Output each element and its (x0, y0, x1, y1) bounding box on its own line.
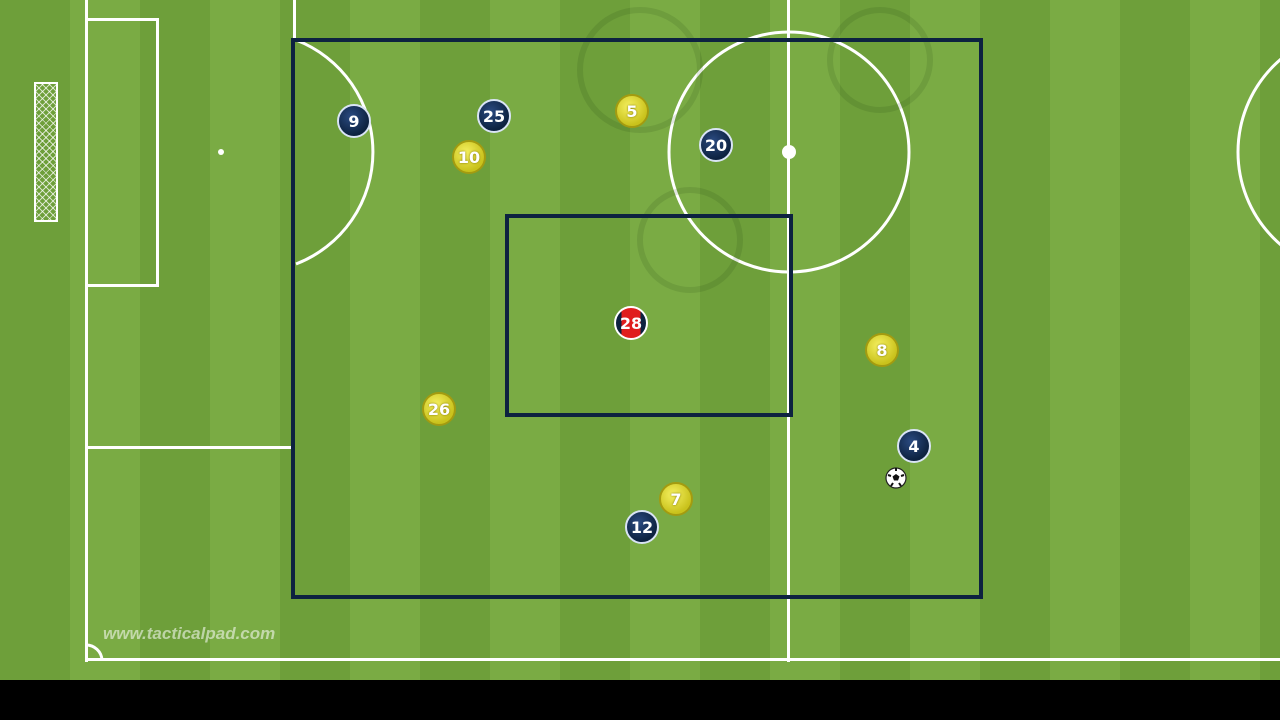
penalty-arc (295, 38, 375, 266)
penalty-spot (218, 149, 224, 155)
letterbox-bar (0, 680, 1280, 720)
player-blue-25[interactable]: 25 (477, 99, 511, 133)
left-goal-line (85, 0, 88, 662)
bottom-touchline (85, 658, 1280, 661)
inner-drill-area (505, 214, 793, 417)
pitch-canvas: 9 25 20 4 12 5 10 8 26 7 28 www.tactical… (0, 0, 1280, 680)
penalty-area-top-edge (293, 0, 296, 40)
watermark-text: www.tacticalpad.com (103, 624, 276, 643)
player-blue-9[interactable]: 9 (337, 104, 371, 138)
player-yellow-8[interactable]: 8 (865, 333, 899, 367)
halfway-line (787, 0, 790, 662)
player-yellow-7[interactable]: 7 (659, 482, 693, 516)
player-red-28[interactable]: 28 (614, 306, 648, 340)
player-yellow-5[interactable]: 5 (615, 94, 649, 128)
penalty-area-bottom-edge (85, 446, 295, 449)
player-blue-20[interactable]: 20 (699, 128, 733, 162)
player-yellow-10[interactable]: 10 (452, 140, 486, 174)
outer-drill-area (291, 38, 983, 599)
goal-net (34, 82, 58, 222)
faded-logo-ball-icon (577, 7, 933, 293)
soccer-ball-icon[interactable] (885, 467, 907, 489)
player-blue-4[interactable]: 4 (897, 429, 931, 463)
pitch-arcs (85, 7, 1280, 661)
player-yellow-26[interactable]: 26 (422, 392, 456, 426)
player-blue-12[interactable]: 12 (625, 510, 659, 544)
six-yard-box-side (156, 18, 159, 287)
center-spot (782, 145, 796, 159)
opposite-penalty-arc (1236, 57, 1280, 247)
six-yard-box-top (85, 18, 159, 21)
corner-arc (85, 643, 104, 661)
six-yard-box-bottom (85, 284, 159, 287)
